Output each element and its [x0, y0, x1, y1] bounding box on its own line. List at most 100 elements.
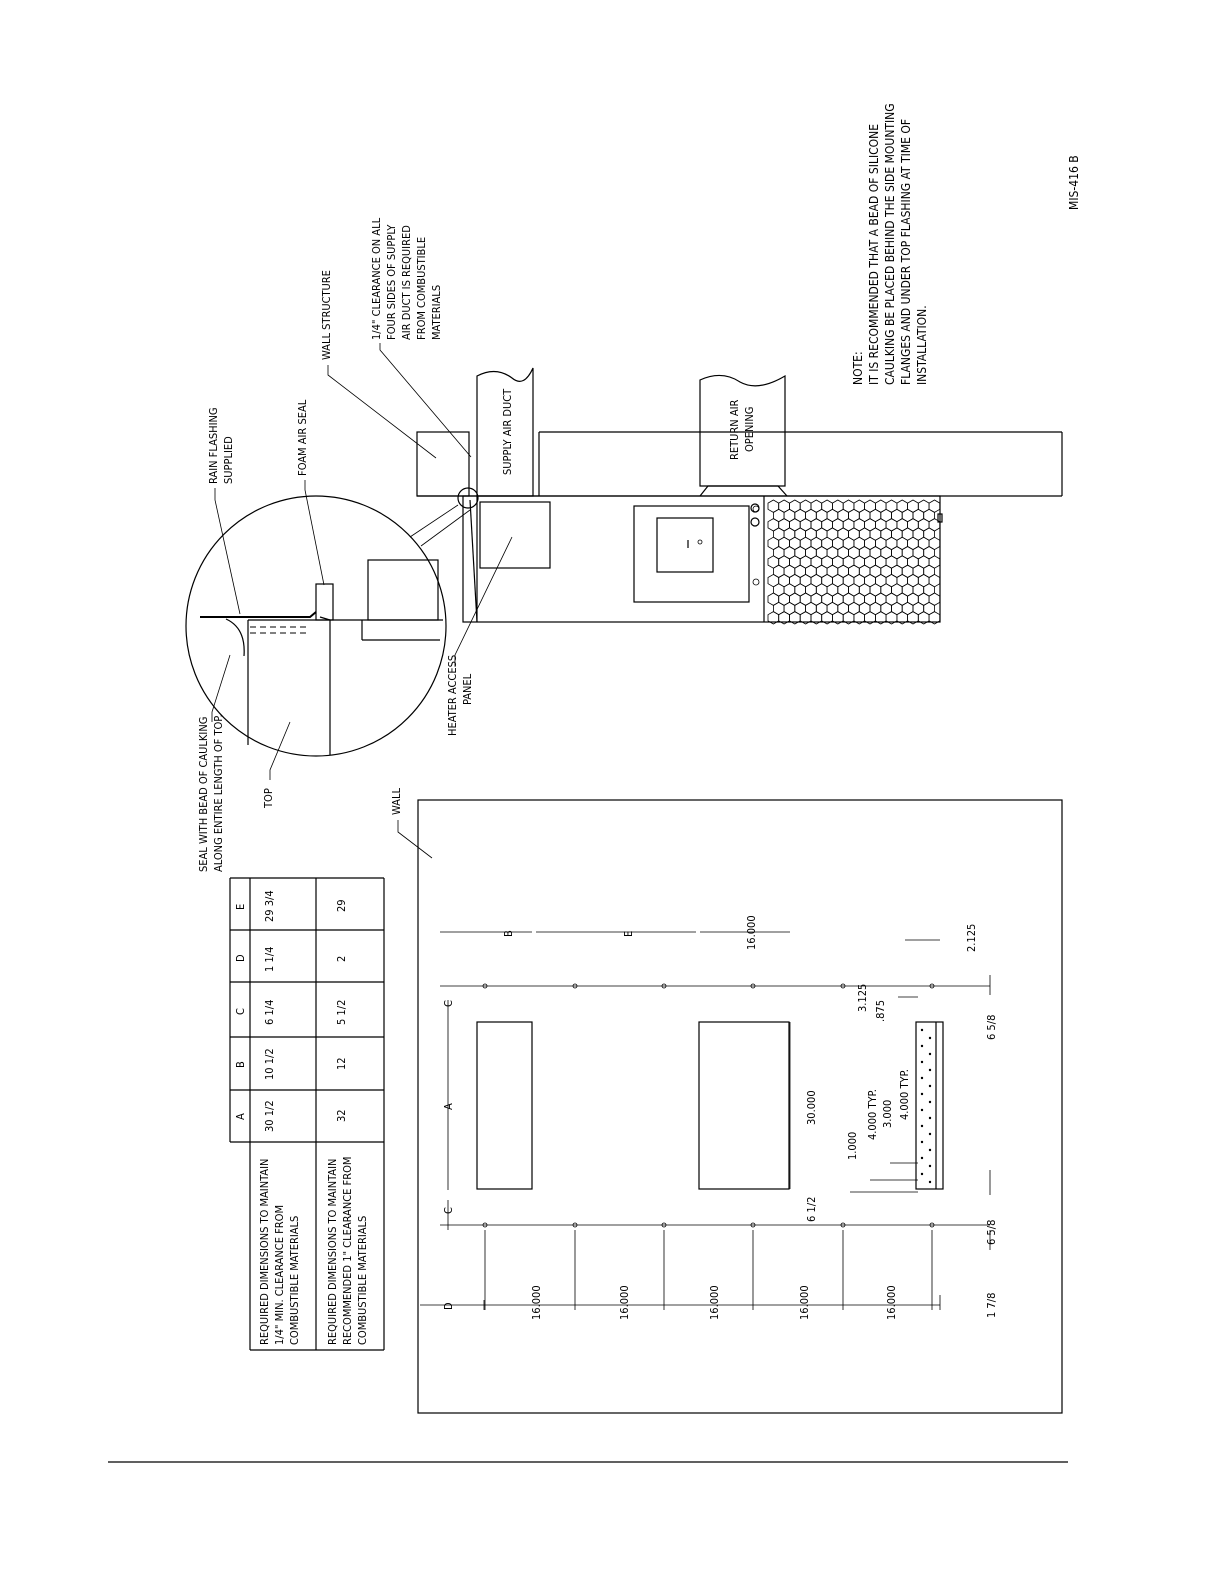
bracket-hole	[920, 1156, 924, 1160]
clearance-line-3: AIR DUCT IS REQUIRED	[400, 225, 413, 340]
return-opening-outline	[698, 1021, 790, 1190]
note-line-3: CAULKING BE PLACED BEHIND THE SIDE MOUNT…	[883, 103, 897, 385]
dim-6-5-8-b: 6 5/8	[985, 1220, 998, 1245]
supply-air-duct-label: SUPPLY AIR DUCT	[501, 388, 514, 475]
table-row2-e: 29	[335, 899, 348, 912]
return-air-opening: RETURN AIR OPENING	[699, 374, 788, 497]
bracket-hole	[920, 1044, 924, 1048]
spacing-label-1: 16.000	[530, 1285, 543, 1320]
note-line-4: FLANGES AND UNDER TOP FLASHING AT TIME O…	[899, 119, 913, 385]
seal-caulking-line-2: ALONG ENTIRE LENGTH OF TOP.	[212, 714, 225, 872]
wall-label: WALL	[390, 788, 403, 815]
dim-letter-c-2: C	[442, 1000, 455, 1007]
bottom-offset-label: 1 7/8	[985, 1293, 998, 1318]
table-header-b: B	[234, 1061, 247, 1068]
table-row2-label-1: REQUIRED DIMENSIONS TO MAINTAIN	[326, 1159, 339, 1345]
table-header-e: E	[234, 904, 247, 910]
dim-3-000: 3.000	[881, 1100, 894, 1128]
clearance-callout: 1/4" CLEARANCE ON ALL FOUR SIDES OF SUPP…	[370, 217, 472, 458]
bracket-hole	[928, 1180, 932, 1184]
foam-air-seal-callout: FOAM AIR SEAL	[296, 399, 325, 586]
table-row1-b: 10 1/2	[263, 1048, 276, 1080]
caulking-bead	[225, 618, 245, 657]
bracket-hole	[928, 1100, 932, 1104]
dim-letter-e: E	[622, 931, 635, 937]
dim-letter-c-1: C	[442, 1207, 455, 1214]
spacing-label-5: 16.000	[885, 1285, 898, 1320]
clearance-line-4: FROM COMBUSTIBLE	[415, 237, 428, 340]
table-row1-label-2: 1/4" MIN. CLEARANCE FROM	[273, 1205, 286, 1345]
clearance-table: E D C B A 29 3/4 1 1/4 6 1/4 10 1/2 30 1…	[229, 877, 385, 1351]
mounting-bracket	[915, 1021, 944, 1190]
louver-grille	[767, 499, 941, 625]
table-header-c: C	[234, 1008, 247, 1015]
bracket-hole	[920, 1060, 924, 1064]
dim-1-000: 1.000	[846, 1132, 859, 1160]
rain-flashing-callout: RAIN FLASHING SUPPLIED	[207, 407, 241, 615]
bracket-hole	[928, 1036, 932, 1040]
note-line-2: IT IS RECOMMENDED THAT A BEAD OF SILICON…	[867, 124, 881, 385]
dim-6-1-2: 6 1/2	[805, 1197, 818, 1222]
note-line-5: INSTALLATION.	[915, 305, 929, 385]
note-line-1: NOTE:	[851, 351, 865, 385]
drawing-id: MIS-416 B	[1067, 155, 1081, 210]
top-label: TOP	[262, 788, 275, 809]
clearance-line-5: MATERIALS	[430, 285, 443, 340]
wall-structure-label: WALL STRUCTURE	[320, 270, 333, 360]
unit-side-view: SUPPLY AIR DUCT RETURN AIR OPENING	[416, 367, 1063, 625]
seal-caulking-line-1: SEAL WITH BEAD OF CAULKING	[197, 717, 210, 872]
bracket-hole	[920, 1076, 924, 1080]
bracket-hole	[928, 1068, 932, 1072]
spacing-label-3: 16.000	[708, 1285, 721, 1320]
dim-16-top: 16.000	[745, 915, 758, 950]
table-row1-d: 1 1/4	[263, 947, 276, 972]
dim-6-5-8-a: 6 5/8	[985, 1015, 998, 1040]
table-row1-a: 30 1/2	[263, 1100, 276, 1132]
heater-access-line-1: HEATER ACCESS	[446, 655, 459, 736]
top-callout: TOP	[262, 721, 291, 809]
wall-structure-block	[416, 431, 470, 497]
wall-outline	[417, 799, 1063, 1414]
spacing-label-4: 16.000	[798, 1285, 811, 1320]
spacing-label-2: 16.000	[618, 1285, 631, 1320]
wall-mounting-layout: WALL 16.000 16.000 16.000 16.000 16.000 …	[390, 788, 1063, 1414]
heater-access-line-2: PANEL	[461, 673, 474, 705]
bracket-hole	[920, 1172, 924, 1176]
seal-caulking-callout: SEAL WITH BEAD OF CAULKING ALONG ENTIRE …	[197, 654, 231, 872]
dim-letter-b: B	[502, 930, 515, 937]
bracket-hole	[928, 1132, 932, 1136]
dim-2-125: 2.125	[965, 924, 978, 952]
return-air-line-1: RETURN AIR	[728, 399, 741, 460]
table-row2-c: 5 1/2	[335, 1000, 348, 1025]
foam-air-seal-label: FOAM AIR SEAL	[296, 399, 309, 476]
bracket-hole	[920, 1140, 924, 1144]
rain-flashing-line-1: RAIN FLASHING	[207, 407, 220, 484]
clearance-line-1: 1/4" CLEARANCE ON ALL	[370, 217, 383, 340]
grille-cell	[928, 611, 941, 625]
flashing-detail-view	[185, 495, 471, 757]
dim-3-125: 3.125	[856, 984, 869, 1012]
foam-air-seal-block	[315, 583, 334, 621]
dim-letter-a: A	[442, 1103, 455, 1110]
rain-flashing-shape	[200, 611, 317, 618]
bracket-hole	[920, 1028, 924, 1032]
dim-4-typ-b: 4.000 TYP.	[898, 1069, 911, 1120]
dim-4-typ-a: 4.000 TYP.	[866, 1089, 879, 1140]
table-row1-e: 29 3/4	[263, 890, 276, 922]
bracket-hole	[928, 1116, 932, 1120]
dim-875: .875	[874, 1000, 887, 1022]
table-row2-d: 2	[335, 956, 348, 962]
table-row2-label-2: RECOMMENDED 1" CLEARANCE FROM	[341, 1157, 354, 1345]
rain-flashing-line-2: SUPPLIED	[222, 436, 235, 484]
table-row1-label-3: COMBUSTIBLE MATERIALS	[288, 1216, 301, 1345]
clearance-line-2: FOUR SIDES OF SUPPLY	[385, 224, 398, 340]
wall-structure-callout: WALL STRUCTURE	[320, 270, 437, 459]
supply-opening-outline	[476, 1021, 533, 1190]
dim-30: 30.000	[805, 1090, 818, 1125]
bracket-hole	[928, 1148, 932, 1152]
bracket-hole	[928, 1052, 932, 1056]
table-row2-b: 12	[335, 1057, 348, 1070]
table-row2-label-3: COMBUSTIBLE MATERIALS	[356, 1216, 369, 1345]
bracket-hole	[920, 1124, 924, 1128]
